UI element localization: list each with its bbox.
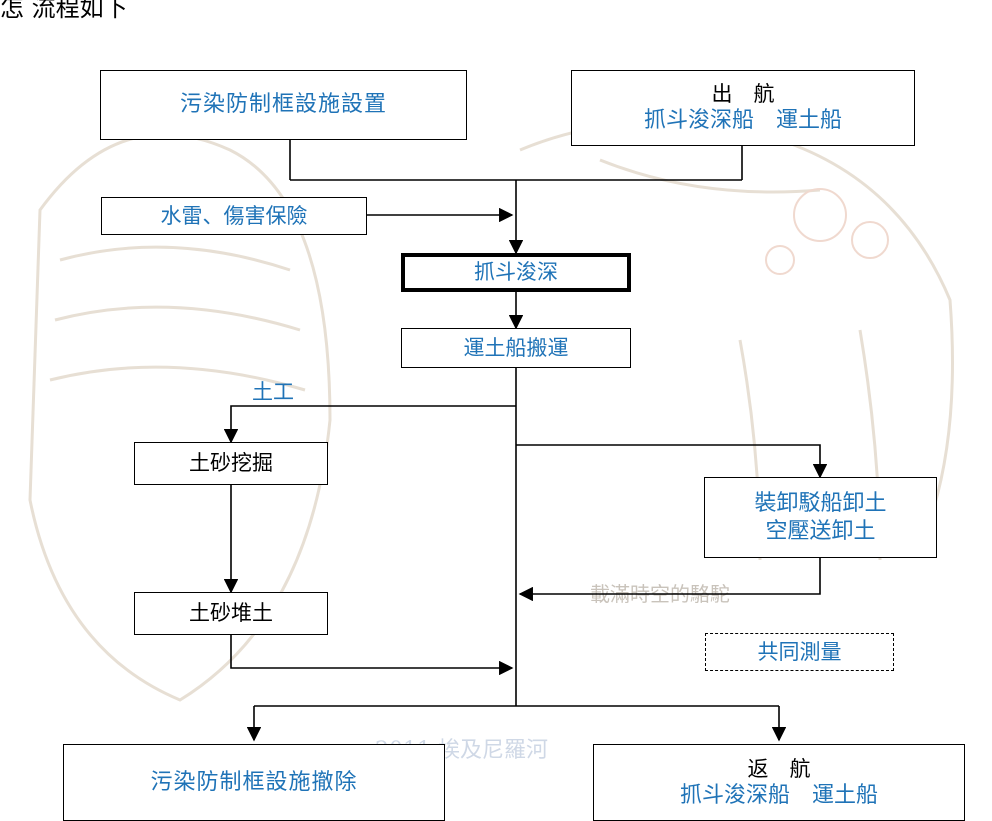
pollution-removal-text: 污染防制框設施撤除 bbox=[150, 769, 358, 795]
mine-insurance-box: 水雷、傷害保險 bbox=[101, 197, 367, 235]
connector-earthwork-branch bbox=[223, 405, 516, 444]
pollution-setup-text: 污染防制框設施設置 bbox=[179, 92, 387, 118]
grab-dredge-text: 抓斗浚深 bbox=[474, 260, 558, 285]
return-vessels: 抓斗浚深船 運土船 bbox=[679, 782, 878, 808]
earthwork-label: 土工 bbox=[252, 380, 294, 404]
barge-transport-text: 運土船搬運 bbox=[463, 335, 569, 360]
unload-box: 裝卸駁船卸土 空壓送卸土 bbox=[704, 477, 937, 558]
connector-unload-branch bbox=[516, 444, 828, 479]
connector-piling-merge bbox=[230, 635, 514, 676]
header-fragment-text: 怎 流程如下 bbox=[0, 0, 128, 22]
unload-line1: 裝卸駁船卸土 bbox=[754, 491, 887, 516]
depart-box: 出 航 抓斗浚深船 運土船 bbox=[571, 70, 915, 146]
soil-excavation-box: 土砂挖掘 bbox=[134, 442, 328, 485]
depart-title: 出 航 bbox=[711, 82, 775, 107]
connector-unload-return bbox=[518, 558, 821, 602]
return-title: 返 航 bbox=[747, 756, 811, 781]
soil-excavation-text: 土砂挖掘 bbox=[189, 451, 273, 476]
joint-survey-box: 共同測量 bbox=[705, 633, 894, 671]
soil-piling-text: 土砂堆土 bbox=[189, 601, 273, 626]
return-box: 返 航 抓斗浚深船 運土船 bbox=[593, 744, 965, 821]
barge-transport-box: 運土船搬運 bbox=[401, 328, 631, 368]
unload-line2: 空壓送卸土 bbox=[765, 518, 876, 544]
mine-insurance-text: 水雷、傷害保險 bbox=[160, 203, 308, 228]
joint-survey-text: 共同測量 bbox=[757, 639, 842, 664]
pollution-setup-box: 污染防制框設施設置 bbox=[100, 70, 467, 140]
soil-piling-box: 土砂堆土 bbox=[134, 592, 328, 635]
grab-dredge-box: 抓斗浚深 bbox=[401, 253, 631, 292]
pollution-removal-box: 污染防制框設施撤除 bbox=[63, 744, 445, 821]
depart-vessels: 抓斗浚深船 運土船 bbox=[643, 108, 842, 134]
